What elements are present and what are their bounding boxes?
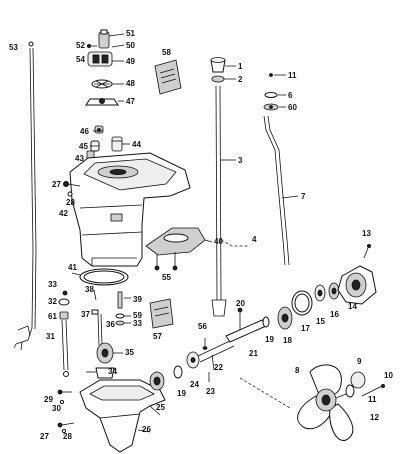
lower-left-small-parts — [58, 290, 70, 377]
exhaust-small-parts — [86, 125, 130, 160]
callout-28-lower: 28 — [63, 432, 72, 441]
callout-36: 36 — [106, 320, 115, 329]
callout-16: 16 — [330, 310, 339, 319]
callout-7: 7 — [301, 192, 306, 201]
callout-43: 43 — [75, 154, 84, 163]
lower-screws-part — [57, 389, 75, 434]
callout-35: 35 — [125, 348, 134, 357]
callout-17: 17 — [301, 324, 310, 333]
callout-3: 3 — [238, 156, 243, 165]
callout-20: 20 — [236, 299, 245, 308]
callout-56: 56 — [198, 322, 207, 331]
callout-46: 46 — [80, 127, 89, 136]
decal-part — [154, 59, 182, 95]
callout-18: 18 — [283, 336, 292, 345]
callout-50: 50 — [126, 41, 135, 50]
callout-49: 49 — [126, 57, 135, 66]
callout-59: 59 — [133, 311, 142, 320]
callout-29: 29 — [44, 395, 53, 404]
callout-24: 24 — [190, 380, 199, 389]
callout-57: 57 — [153, 332, 162, 341]
shift-link-part — [263, 115, 299, 266]
callout-6: 6 — [288, 91, 293, 100]
propeller-part — [239, 364, 385, 441]
callout-11-top: 11 — [288, 71, 297, 80]
callout-45: 45 — [79, 142, 88, 151]
callout-31: 31 — [46, 332, 55, 341]
callout-54: 54 — [76, 55, 85, 64]
callout-19-left: 19 — [177, 389, 186, 398]
callout-21: 21 — [249, 349, 258, 358]
callout-48: 48 — [126, 79, 135, 88]
callout-19-right: 19 — [265, 335, 274, 344]
shift-fittings-part — [263, 73, 286, 111]
driveshaft-part — [210, 57, 248, 317]
water-pump-lower-part — [86, 342, 123, 379]
callout-12: 12 — [370, 413, 379, 422]
gearcase-part — [79, 379, 166, 453]
callout-2: 2 — [238, 75, 243, 84]
callout-44: 44 — [132, 140, 141, 149]
callout-52: 52 — [76, 41, 85, 50]
gear-train-part — [149, 338, 235, 391]
callout-25: 25 — [156, 403, 165, 412]
callout-27-lower: 27 — [40, 432, 49, 441]
callout-60: 60 — [288, 103, 297, 112]
upper-screws-part — [63, 180, 81, 197]
callout-28-upper: 28 — [66, 198, 75, 207]
callout-33-right: 33 — [133, 319, 142, 328]
callout-34: 34 — [108, 367, 117, 376]
callout-22: 22 — [214, 363, 223, 372]
callout-42: 42 — [59, 209, 68, 218]
callout-51: 51 — [126, 29, 135, 38]
callout-15: 15 — [316, 317, 325, 326]
callout-1: 1 — [238, 62, 243, 71]
callout-13: 13 — [362, 229, 371, 238]
callout-37: 37 — [81, 310, 90, 319]
callout-27-upper: 27 — [52, 180, 61, 189]
shift-rod-part — [13, 41, 37, 351]
callout-8: 8 — [295, 366, 300, 375]
gasket-part — [71, 268, 129, 286]
callout-26: 26 — [142, 425, 151, 434]
callout-9: 9 — [357, 357, 362, 366]
callout-55: 55 — [162, 273, 171, 282]
callout-14: 14 — [348, 302, 357, 311]
shift-components-part — [91, 289, 131, 346]
callout-32: 32 — [48, 297, 57, 306]
callout-11-bottom: 11 — [368, 395, 377, 404]
callout-41: 41 — [68, 263, 77, 272]
callout-30: 30 — [52, 404, 61, 413]
bearing-carrier-part — [337, 243, 377, 305]
callout-23: 23 — [206, 387, 215, 396]
callout-10: 10 — [384, 371, 393, 380]
callout-38: 38 — [85, 285, 94, 294]
water-pump-upper-part — [85, 29, 125, 106]
callout-61: 61 — [48, 312, 57, 321]
callout-47: 47 — [126, 97, 135, 106]
decal-lower-part — [149, 298, 174, 329]
cover-part — [145, 227, 213, 271]
callout-33-left: 33 — [48, 280, 57, 289]
reverse-gear-part — [262, 282, 340, 330]
driveshaft-housing-part — [69, 152, 191, 267]
callout-39: 39 — [133, 295, 142, 304]
callout-40: 40 — [214, 237, 223, 246]
callout-58: 58 — [162, 48, 171, 57]
callout-53: 53 — [9, 43, 18, 52]
callout-4: 4 — [252, 235, 257, 244]
